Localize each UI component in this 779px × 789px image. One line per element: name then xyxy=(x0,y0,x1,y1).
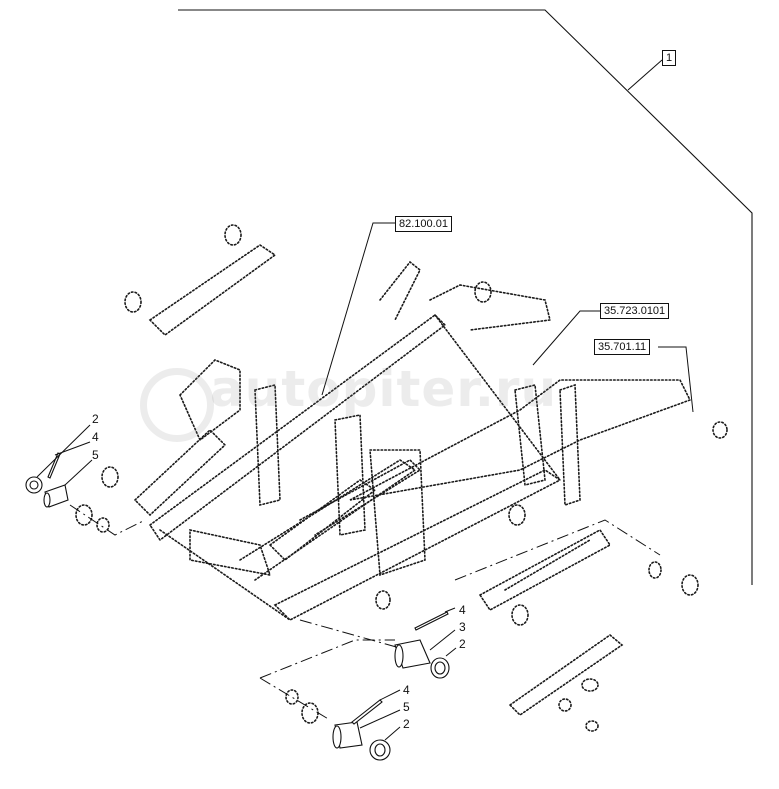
leader-group xyxy=(627,59,663,91)
assembly-line-right xyxy=(454,519,661,581)
link-rod xyxy=(508,633,624,717)
bottom-pin-group xyxy=(332,689,401,761)
loader-frame xyxy=(133,244,692,621)
assembly-line-middle xyxy=(299,619,401,649)
watermark-text: autopiter.ru xyxy=(210,360,558,418)
callout-middle-3: 3 xyxy=(459,620,466,634)
label-group-1: 1 xyxy=(662,50,677,66)
label-ref-35-723-0101: 35.723.0101 xyxy=(600,303,670,319)
callout-middle-4: 4 xyxy=(459,603,466,617)
callout-left-5: 5 xyxy=(92,448,99,462)
leader-ref-c xyxy=(658,346,694,413)
roll-pin-part-4-middle xyxy=(414,611,449,631)
assembly-line-bottom xyxy=(259,639,395,721)
tilt-cylinder xyxy=(478,528,612,612)
middle-pin-group xyxy=(394,607,457,679)
callout-left-2: 2 xyxy=(92,412,99,426)
left-pin-group xyxy=(25,424,93,508)
leader-ref-b xyxy=(532,310,612,366)
label-ref-35-701-11: 35.701.11 xyxy=(594,339,651,355)
callout-bottom-4: 4 xyxy=(403,683,410,697)
roll-pin-part-4-bottom xyxy=(351,699,383,725)
leader-ref-a xyxy=(321,222,395,396)
callout-middle-2: 2 xyxy=(459,637,466,651)
label-ref-82-100-01: 82.100.01 xyxy=(395,216,452,232)
callout-bottom-2: 2 xyxy=(403,717,410,731)
assembly-line-left xyxy=(69,504,146,536)
watermark-logo-icon xyxy=(140,368,214,442)
callout-bottom-5: 5 xyxy=(403,700,410,714)
callout-left-4: 4 xyxy=(92,430,99,444)
group-bracket-line xyxy=(178,9,753,585)
small-parts xyxy=(75,224,728,732)
